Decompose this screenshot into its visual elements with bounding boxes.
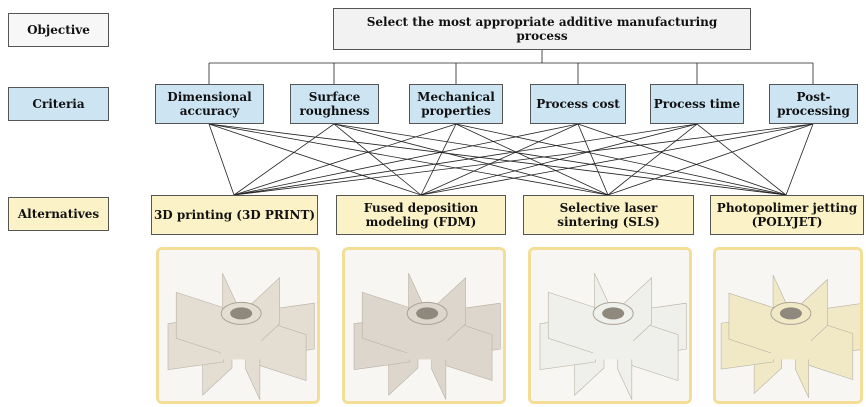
- impeller-icon: [345, 250, 503, 401]
- impeller-photo-fdm: [342, 247, 506, 404]
- impeller-photo-polyjet: [713, 247, 863, 404]
- level-label-objective: Objective: [8, 13, 109, 47]
- objective-box: Select the most appropriate additive man…: [333, 8, 751, 50]
- criterion-alternative-line: [577, 123, 787, 196]
- level-label-alternatives: Alternatives: [8, 197, 109, 231]
- criterion-surface-roughness: Surface roughness: [290, 84, 379, 124]
- criterion-alternative-line: [420, 123, 579, 196]
- alternative-polyjet: Photopolimer jetting (POLYJET): [710, 195, 864, 235]
- criterion-alternative-line: [577, 123, 609, 196]
- criterion-alternative-line: [785, 123, 814, 196]
- criterion-alternative-line: [607, 123, 698, 196]
- criterion-process-cost: Process cost: [530, 84, 626, 124]
- alternative-fdm: Fused deposition modeling (FDM): [336, 195, 506, 235]
- level-label-criteria: Criteria: [8, 87, 109, 121]
- criterion-alternative-line: [208, 123, 235, 196]
- impeller-icon: [716, 250, 860, 401]
- impeller-icon: [531, 250, 689, 401]
- criterion-alternative-line: [420, 123, 814, 196]
- criterion-alternative-line: [455, 123, 609, 196]
- criterion-alternative-line: [208, 123, 787, 196]
- criterion-alternative-line: [696, 123, 787, 196]
- alternative-sls: Selective laser sintering (SLS): [523, 195, 694, 235]
- criterion-alternative-line: [420, 123, 698, 196]
- criterion-alternative-line: [208, 123, 422, 196]
- criterion-alternative-line: [333, 123, 422, 196]
- criterion-process-time: Process time: [650, 84, 744, 124]
- impeller-photo-sls: [528, 247, 692, 404]
- alternative-3d-print: 3D printing (3D PRINT): [151, 195, 318, 235]
- criterion-alternative-line: [607, 123, 814, 196]
- impeller-photo-3d-print: [156, 247, 320, 404]
- impeller-icon: [159, 250, 317, 401]
- criterion-alternative-line: [233, 123, 457, 196]
- criterion-alternative-line: [455, 123, 787, 196]
- criterion-alternative-line: [208, 123, 609, 196]
- criterion-alternative-line: [233, 123, 814, 196]
- criterion-alternative-line: [420, 123, 457, 196]
- criterion-dimensional-accuracy: Dimensional accuracy: [155, 84, 264, 124]
- criterion-alternative-line: [233, 123, 698, 196]
- criterion-mechanical-properties: Mechanical properties: [409, 84, 503, 124]
- criterion-post-processing: Post-processing: [769, 84, 858, 124]
- criterion-alternative-line: [233, 123, 335, 196]
- criterion-alternative-line: [333, 123, 609, 196]
- criterion-alternative-line: [233, 123, 579, 196]
